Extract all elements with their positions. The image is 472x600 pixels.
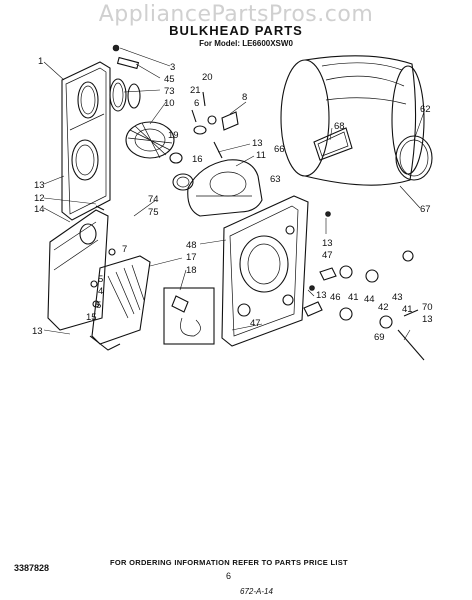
callout-6: 6 [194, 98, 199, 109]
callout-20: 20 [202, 72, 213, 83]
front-bulkhead-panel [61, 61, 111, 221]
blower-housing [187, 159, 263, 217]
callout-16: 16 [192, 154, 203, 165]
model-subtitle: For Model: LE6600XSW0 [199, 39, 293, 48]
drum-rollers [303, 211, 425, 361]
watermark: AppliancePartsPros.com [98, 2, 374, 27]
callout-13b: 13 [34, 180, 45, 191]
callout-labels: 1 3 45 73 10 20 21 6 8 19 16 13 11 62 68… [32, 56, 433, 343]
callout-13: 13 [252, 138, 263, 149]
lint-screen-panel [47, 205, 109, 331]
callout-63: 63 [270, 174, 281, 185]
callout-13d: 13 [322, 238, 333, 249]
callout-70: 70 [422, 302, 433, 313]
seal-parts [109, 44, 141, 112]
fastener-parts [191, 91, 239, 159]
callout-1: 1 [38, 56, 43, 67]
callout-43: 43 [392, 292, 403, 303]
callout-41b: 41 [402, 304, 413, 315]
callout-74: 74 [148, 194, 159, 205]
ordering-information: FOR ORDERING INFORMATION REFER TO PARTS … [110, 558, 348, 567]
callout-3: 3 [170, 62, 175, 73]
rear-bulkhead [221, 195, 309, 347]
callout-7: 7 [122, 244, 127, 255]
callout-10: 10 [164, 98, 175, 109]
callout-13e: 13 [316, 290, 327, 301]
callout-leaders [43, 47, 425, 341]
callout-67: 67 [420, 204, 431, 215]
callout-18: 18 [186, 265, 197, 276]
callout-4: 4 [98, 286, 103, 297]
heater-element [89, 248, 151, 351]
callout-21: 21 [190, 85, 201, 96]
callout-42: 42 [378, 302, 389, 313]
page-number: 6 [226, 571, 232, 581]
callout-41: 41 [348, 292, 359, 303]
callout-12: 12 [34, 193, 45, 204]
callout-13f: 13 [422, 314, 433, 325]
reference-code: 672-A-14 [240, 587, 273, 596]
blower-wheel [125, 121, 194, 191]
callout-68: 68 [334, 121, 345, 132]
callout-17: 17 [186, 252, 197, 263]
callout-45: 45 [164, 74, 175, 85]
callout-19: 19 [168, 130, 179, 141]
callout-46: 46 [330, 292, 341, 303]
callout-66: 66 [274, 144, 285, 155]
callout-73: 73 [164, 86, 175, 97]
callout-48: 48 [186, 240, 197, 251]
callout-62: 62 [420, 104, 431, 115]
callout-11: 11 [256, 150, 266, 161]
callout-5: 5 [98, 274, 103, 285]
callout-69: 69 [374, 332, 385, 343]
callout-13c: 13 [32, 326, 43, 337]
callout-15: 15 [86, 312, 97, 323]
thermostat-detail-box [163, 287, 215, 345]
callout-75: 75 [148, 207, 159, 218]
callout-47: 47 [322, 250, 333, 261]
diagram-title: BULKHEAD PARTS [169, 23, 303, 38]
callout-5b: 5 [96, 300, 101, 311]
callout-47b: 47 [250, 318, 261, 329]
document-number: 3387828 [14, 563, 50, 573]
callout-44: 44 [364, 294, 375, 305]
callout-14: 14 [34, 204, 45, 215]
callout-8: 8 [242, 92, 247, 103]
dryer-drum [280, 55, 433, 186]
